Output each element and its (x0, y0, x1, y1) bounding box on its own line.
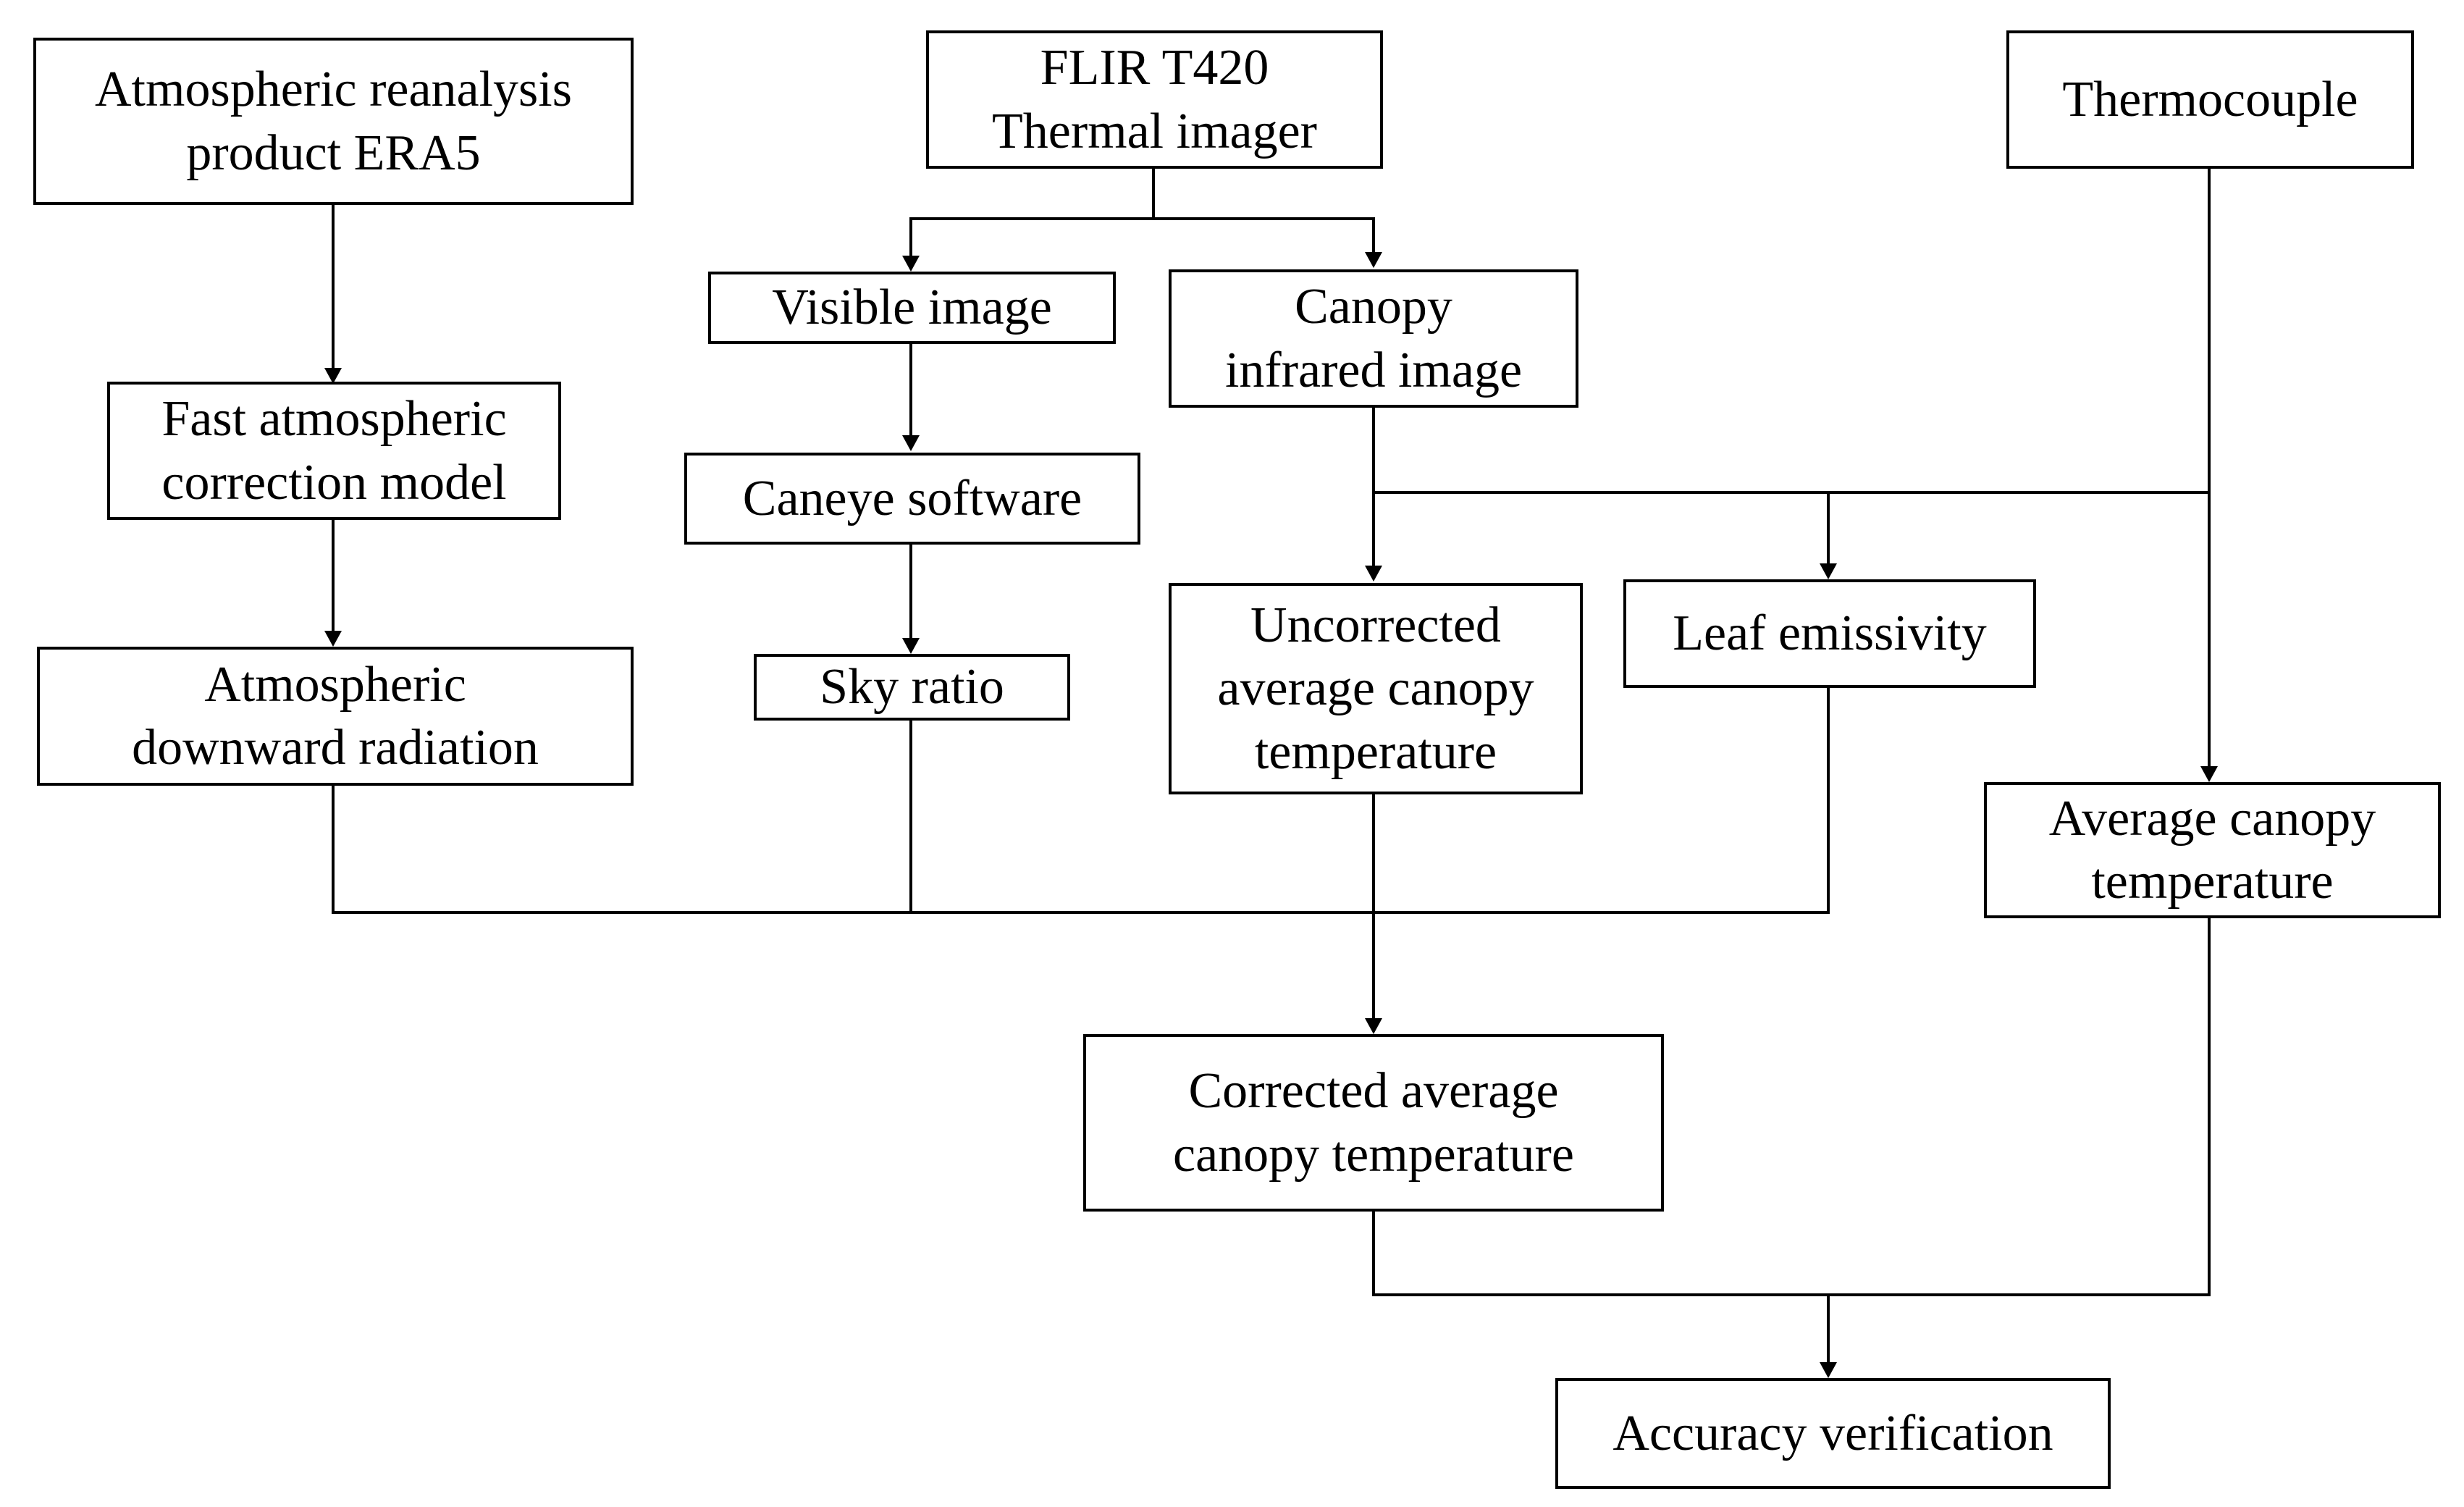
node-accuracy-label: Accuracy verification (1612, 1405, 2053, 1461)
edge-flir-to-canopy-ir (1153, 217, 1375, 253)
arrowhead (1365, 1018, 1382, 1034)
node-uncorrected: Uncorrected average canopy temperature (1169, 583, 1583, 794)
node-visible-image: Visible image (708, 272, 1116, 344)
node-avg-canopy: Average canopy temperature (1984, 782, 2441, 918)
node-leaf-emissivity: Leaf emissivity (1623, 579, 2036, 688)
node-atm-radiation: Atmospheric downward radiation (37, 647, 634, 786)
node-canopy-ir: Canopy infrared image (1169, 269, 1578, 408)
node-caneye: Caneye software (684, 453, 1140, 545)
edge-corrected-to-accuracy (1372, 918, 2211, 1296)
node-fast-model-label: Fast atmospheric correction model (161, 391, 507, 511)
arrowhead (1820, 563, 1837, 579)
node-era5: Atmospheric reanalysis product ERA5 (33, 38, 634, 205)
node-thermocouple-label: Thermocouple (2062, 71, 2358, 127)
arrowhead (902, 638, 920, 654)
node-visible-image-label: Visible image (772, 280, 1052, 336)
arrowhead (1365, 566, 1382, 582)
node-atm-radiation-label: Atmospheric downward radiation (132, 656, 539, 776)
node-canopy-ir-label: Canopy infrared image (1224, 279, 1523, 398)
arrowhead (324, 631, 342, 647)
node-corrected: Corrected average canopy temperature (1083, 1034, 1664, 1212)
node-leaf-emissivity-label: Leaf emissivity (1673, 605, 1987, 662)
arrowhead (902, 256, 920, 272)
node-sky-ratio-label: Sky ratio (820, 659, 1004, 715)
node-flir: FLIR T420 Thermal imager (926, 30, 1383, 169)
arrowhead (324, 368, 342, 384)
node-uncorrected-label: Uncorrected average canopy temperature (1217, 597, 1534, 780)
arrowhead (1365, 252, 1382, 268)
node-era5-label: Atmospheric reanalysis product ERA5 (95, 62, 572, 181)
arrowhead (2200, 766, 2218, 782)
node-flir-label: FLIR T420 Thermal imager (992, 40, 1317, 159)
node-caneye-label: Caneye software (742, 470, 1082, 526)
arrowhead (902, 435, 920, 451)
node-fast-model: Fast atmospheric correction model (107, 382, 561, 520)
node-thermocouple: Thermocouple (2006, 30, 2414, 169)
node-avg-canopy-label: Average canopy temperature (2048, 790, 2376, 910)
node-accuracy: Accuracy verification (1555, 1378, 2111, 1489)
edge-flir-branch (909, 169, 1155, 257)
edge-atm-radiation-collector (332, 688, 1830, 914)
node-sky-ratio: Sky ratio (754, 654, 1070, 721)
arrowhead (1820, 1362, 1837, 1378)
node-corrected-label: Corrected average canopy temperature (1173, 1063, 1574, 1183)
